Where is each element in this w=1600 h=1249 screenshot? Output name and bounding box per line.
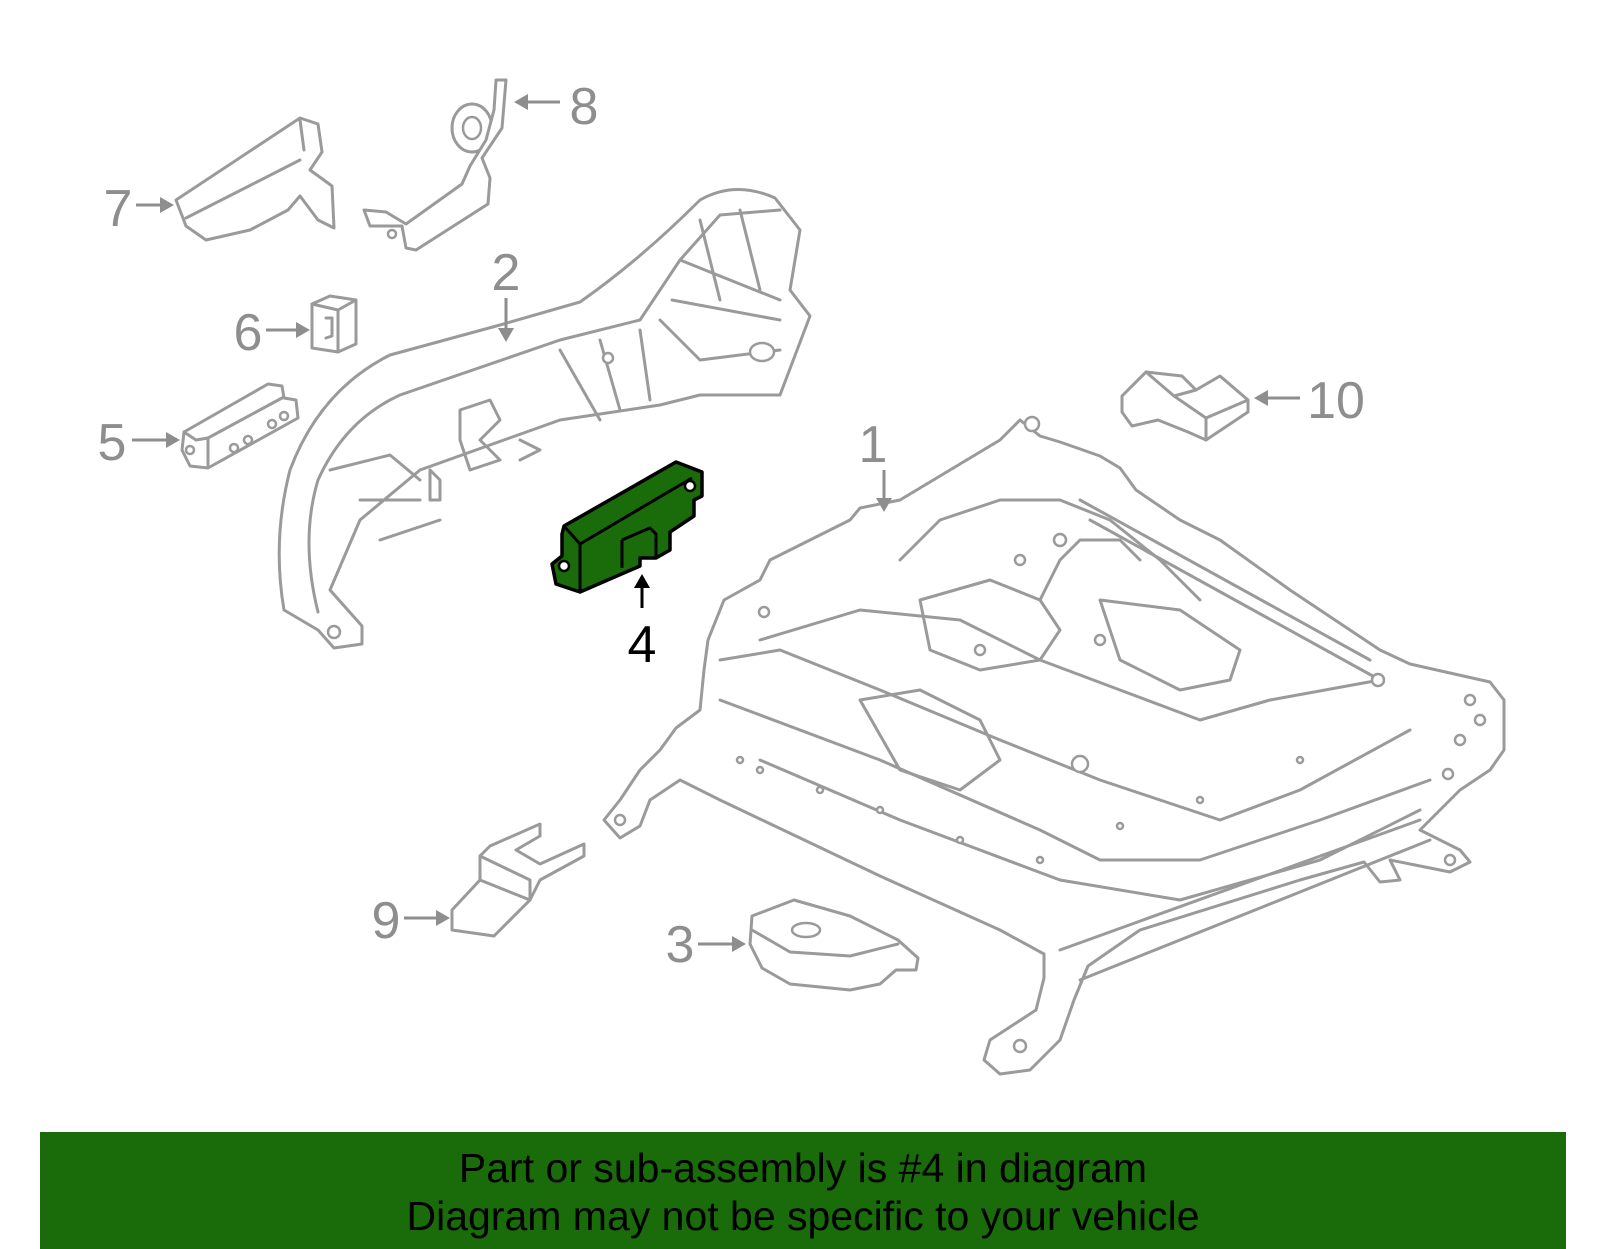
callout-2: 2 <box>492 244 521 342</box>
callout-4: 4 <box>628 574 657 674</box>
part-1-seat-frame <box>602 415 1506 1076</box>
svg-text:10: 10 <box>1307 372 1365 430</box>
info-banner: Part or sub-assembly is #4 in diagram Di… <box>40 1132 1566 1249</box>
part-6-clip <box>310 294 358 354</box>
part-4-control-module[interactable] <box>550 460 704 594</box>
banner-line-1: Part or sub-assembly is #4 in diagram <box>458 1145 1148 1191</box>
part-8-bracket <box>362 78 508 252</box>
part-10-bracket <box>1120 370 1250 442</box>
svg-text:1: 1 <box>859 416 888 474</box>
part-3-cover <box>748 898 920 992</box>
part-9-bracket <box>450 822 586 938</box>
callout-1: 1 <box>859 416 892 512</box>
svg-text:5: 5 <box>98 414 127 472</box>
svg-text:6: 6 <box>234 304 263 362</box>
banner-line-2: Diagram may not be specific to your vehi… <box>406 1193 1200 1239</box>
svg-text:2: 2 <box>492 244 521 302</box>
part-7-trim <box>174 116 336 242</box>
svg-text:8: 8 <box>570 78 599 136</box>
callout-9: 9 <box>372 892 450 950</box>
svg-text:7: 7 <box>104 180 133 238</box>
svg-text:4: 4 <box>628 616 657 674</box>
callout-5: 5 <box>98 414 180 472</box>
part-2-side-shield <box>277 188 812 650</box>
svg-text:3: 3 <box>666 916 695 974</box>
svg-text:9: 9 <box>372 892 401 950</box>
callout-10: 10 <box>1254 372 1365 430</box>
parts-diagram: 1 2 3 4 5 6 7 8 <box>98 78 1506 1076</box>
callout-8: 8 <box>514 78 598 136</box>
callout-3: 3 <box>666 916 746 974</box>
part-5-switch <box>180 382 300 470</box>
callout-6: 6 <box>234 304 310 362</box>
callout-7: 7 <box>104 180 174 238</box>
